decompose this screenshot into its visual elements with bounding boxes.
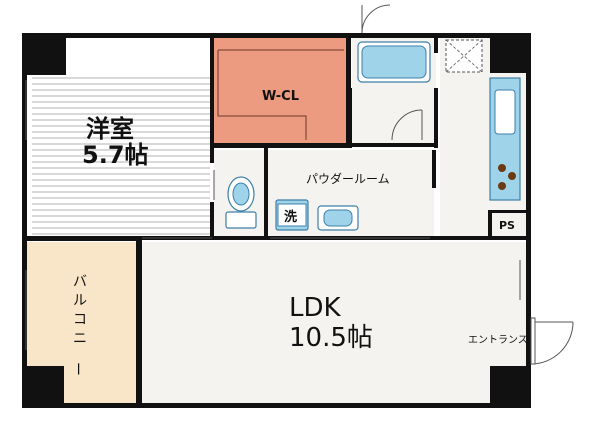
pillar (490, 366, 530, 408)
balcony-label-char: コ (73, 312, 87, 328)
pipe-space-label: PS (499, 219, 515, 232)
washer-label: 洗 (284, 209, 297, 225)
balcony-label: バルコニー (69, 274, 87, 376)
western-room-name: 洋室 (86, 115, 134, 143)
burner (508, 172, 516, 180)
balcony-label-char: ー (69, 362, 85, 376)
doors (25, 4, 574, 365)
pillar (490, 33, 530, 73)
closet-floor (214, 38, 348, 144)
ldk-size: 10.5帖 (289, 323, 373, 353)
closet-shelf (217, 49, 344, 140)
ldk-name: LDK (289, 293, 342, 323)
bathtub (357, 41, 431, 83)
powder-room-label: パウダールーム (306, 171, 390, 186)
ldk-floor (142, 242, 526, 404)
kitchen-counter (489, 77, 521, 201)
burner (498, 182, 506, 190)
refrigerator-space (445, 39, 483, 73)
pillar (22, 33, 66, 75)
washer-badge (277, 203, 307, 227)
wash-basin (317, 205, 359, 231)
western-room-size: 5.7帖 (82, 141, 149, 169)
burner (498, 164, 506, 172)
balcony-label-char: ル (73, 293, 87, 309)
labels: 洋室 5.7帖 W-CL パウダールーム 洗 PS LDK 10.5帖 エントラ… (69, 89, 528, 376)
pillar (22, 366, 64, 408)
balcony-label-char: ニ (73, 331, 87, 347)
western-room-flooring (32, 77, 210, 235)
toilet (225, 176, 257, 229)
balcony-label-char: バ (73, 274, 87, 290)
closet-label: W-CL (262, 89, 299, 104)
entrance-label: エントランス (468, 334, 528, 346)
entrance-door-panel (530, 317, 536, 365)
